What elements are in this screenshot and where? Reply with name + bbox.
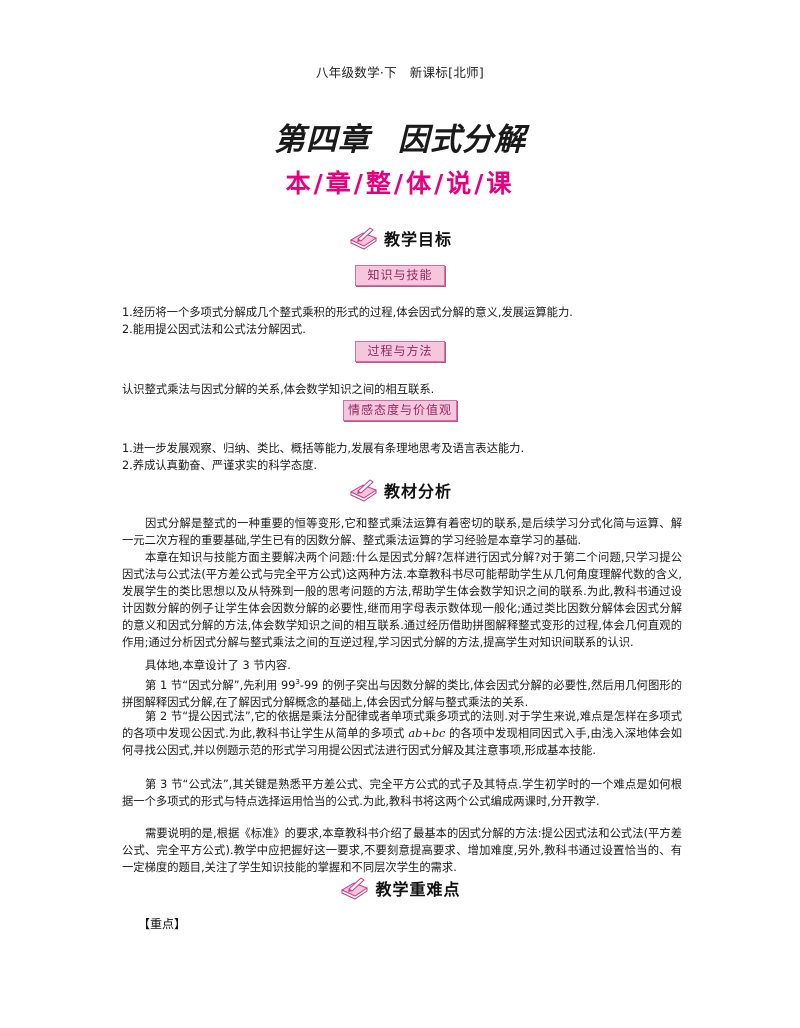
objective-attitude-2: 2.养成认真勤奋、严谨求实的科学态度. [122, 459, 318, 472]
analysis-paragraph-5: 第 2 节“提公因式法”,它的依据是乘法分配律或者单项式乘多项式的法则.对于学生… [122, 708, 682, 759]
section-heading-analysis: 教材分析 [0, 478, 800, 506]
section-title: 教学重难点 [375, 880, 461, 899]
objective-knowledge-2: 2.能用提公因式法和公式法分解因式. [122, 323, 306, 336]
para4-superscript: 3 [295, 678, 300, 686]
section-title: 教学目标 [383, 230, 452, 249]
analysis-paragraph-1: 因式分解是整式的一种重要的恒等变形,它和整式乘法运算有着密切的联系,是后续学习分… [122, 517, 682, 547]
chapter-title: 第四章因式分解 [0, 114, 800, 159]
section-heading-key-points: 教学重难点 [0, 876, 800, 904]
section-heading-objectives: 教学目标 [0, 226, 800, 254]
chapter-name: 因式分解 [398, 122, 526, 158]
objective-attitude-1: 1.进一步发展观察、归纳、类比、概括等能力,发展有条理地思考及语言表达能力. [122, 442, 525, 455]
analysis-paragraph-6: 第 3 节“公式法”,其关键是熟悉平方差公式、完全平方公式的式子及其特点.学生初… [122, 778, 682, 808]
para5-math: ab+bc [408, 727, 446, 740]
analysis-paragraph-2: 本章在知识与技能方面主要解决两个问题:什么是因式分解?怎样进行因式分解?对于第二… [122, 551, 682, 649]
para5-text-b: 的各项中发现相同因式入手,由浅入深地体会如何寻找公因式,并以例题示范的形式学习用… [122, 727, 682, 757]
pen-book-icon [349, 479, 378, 502]
chapter-subtitle: 本/章/整/体/说/课 [285, 169, 515, 198]
objective-knowledge-1: 1.经历将一个多项式分解成几个整式乘积的形式的过程,体会因式分解的意义,发展运算… [122, 306, 573, 319]
tag-process-method: 过程与方法 [355, 341, 445, 362]
analysis-paragraph-7: 需要说明的是,根据《标准》的要求,本章教科书介绍了最基本的因式分解的方法:提公因… [122, 827, 682, 874]
analysis-paragraph-4: 第 1 节“因式分解”,先利用 993-99 的例子突出与因数分解的类比,体会因… [122, 674, 682, 711]
para4-text-a: 第 1 节“因式分解”,先利用 99 [145, 678, 296, 692]
tag-knowledge-skills: 知识与技能 [355, 265, 445, 286]
analysis-paragraph-3: 具体地,本章设计了 3 节内容. [145, 659, 291, 672]
objective-process-1: 认识整式乘法与因式分解的关系,体会数学知识之间的相互联系. [122, 383, 435, 396]
tag-attitude-values: 情感态度与价值观 [343, 400, 457, 421]
section-title: 教材分析 [383, 482, 452, 501]
key-points-label: 【重点】 [138, 917, 187, 931]
pen-book-icon [349, 227, 378, 250]
pen-book-icon [341, 877, 369, 900]
para4-text-b: -99 的例子突出与因数分解的类比,体会因式分解的必要性,然后用几何图形的拼图解… [122, 678, 682, 709]
chapter-number: 第四章 [274, 122, 370, 158]
para5-text-a: 第 2 节“提公因式法”,它的依据是乘法分配律或者单项式乘多项式的法则.对于学生… [122, 710, 682, 740]
page-header: 八年级数学·下 新课标[北师] [315, 65, 485, 80]
